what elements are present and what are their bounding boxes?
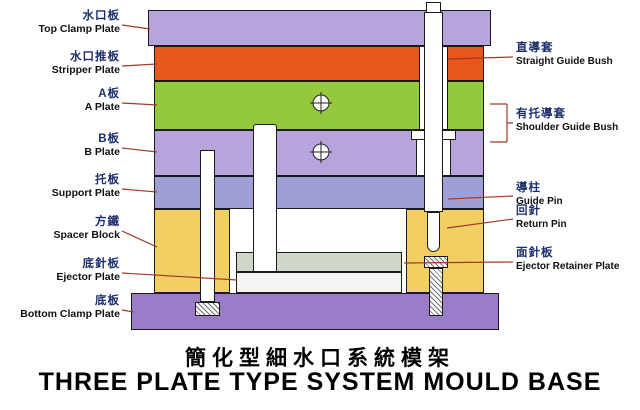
label-stripper-plate: 水口推板 Stripper Plate	[0, 51, 120, 77]
label-a-plate: A板 A Plate	[0, 88, 120, 114]
leader-line	[121, 188, 158, 193]
bracket-leader	[490, 103, 513, 143]
guide-pin-tip	[427, 212, 440, 252]
label-en: Stripper Plate	[51, 64, 120, 76]
label-en: Return Pin	[516, 219, 567, 230]
label-spacer-block: 方鐵 Spacer Block	[0, 216, 120, 242]
label-en: Guide Pin	[516, 196, 563, 207]
clamping-screw-head	[195, 302, 220, 316]
label-en: B Plate	[84, 146, 120, 158]
label-en: Shoulder Guide Bush	[516, 122, 619, 133]
leader-line	[121, 102, 158, 106]
label-b-plate: B板 B Plate	[0, 133, 120, 159]
label-zh: 水口推板	[70, 51, 120, 63]
label-zh: 有托導套	[516, 108, 566, 120]
label-zh: 底針板	[82, 258, 120, 270]
return-pin-head	[424, 256, 448, 268]
spacer-block-left	[154, 209, 230, 293]
leader-line	[121, 147, 158, 153]
leader-line	[121, 230, 158, 248]
ejector-plate	[236, 272, 402, 293]
leader-line	[121, 24, 151, 30]
label-zh: 直導套	[516, 42, 554, 54]
title-chinese: 簡化型細水口系統模架	[185, 347, 455, 370]
label-bottom-clamp-plate: 底板 Bottom Clamp Plate	[0, 295, 120, 321]
title-english: THREE PLATE TYPE SYSTEM MOULD BASE	[38, 368, 602, 396]
label-en: Bottom Clamp Plate	[20, 308, 120, 320]
label-zh: A板	[98, 88, 120, 100]
ejector-retainer-plate	[236, 252, 402, 272]
label-zh: 底板	[95, 295, 120, 307]
leader-line	[121, 63, 158, 67]
label-zh: 回針	[516, 205, 541, 217]
label-en: Support Plate	[51, 187, 120, 199]
label-guide-pin: 導柱 Guide Pin	[516, 182, 640, 208]
bottom-clamp-plate	[131, 293, 499, 330]
label-zh: B板	[98, 133, 120, 145]
label-zh: 導柱	[516, 182, 541, 194]
label-top-clamp-plate: 水口板 Top Clamp Plate	[0, 10, 120, 36]
label-support-plate: 托板 Support Plate	[0, 174, 120, 200]
label-zh: 水口板	[82, 10, 120, 22]
label-zh: 方鐵	[95, 216, 120, 228]
label-en: Ejector Retainer Plate	[516, 261, 620, 272]
label-en: Straight Guide Bush	[516, 56, 613, 67]
label-return-pin: 回針 Return Pin	[516, 205, 640, 231]
guide-pin	[424, 12, 443, 212]
label-en: Top Clamp Plate	[38, 23, 120, 35]
return-pin	[429, 268, 443, 316]
clamping-screw	[200, 150, 215, 302]
label-ejector-plate: 底針板 Ejector Plate	[0, 258, 120, 284]
label-en: Ejector Plate	[56, 271, 120, 283]
label-zh: 面針板	[516, 247, 554, 259]
label-zh: 托板	[95, 174, 120, 186]
label-en: A Plate	[84, 101, 120, 113]
label-straight-guide-bush: 直導套 Straight Guide Bush	[516, 42, 640, 68]
label-en: Spacer Block	[53, 229, 120, 241]
label-shoulder-guide-bush: 有托導套 Shoulder Guide Bush	[516, 108, 640, 134]
label-ejector-retainer-plate: 面針板 Ejector Retainer Plate	[516, 247, 640, 273]
support-pillar	[253, 124, 277, 272]
spacer-block-right	[406, 209, 484, 293]
